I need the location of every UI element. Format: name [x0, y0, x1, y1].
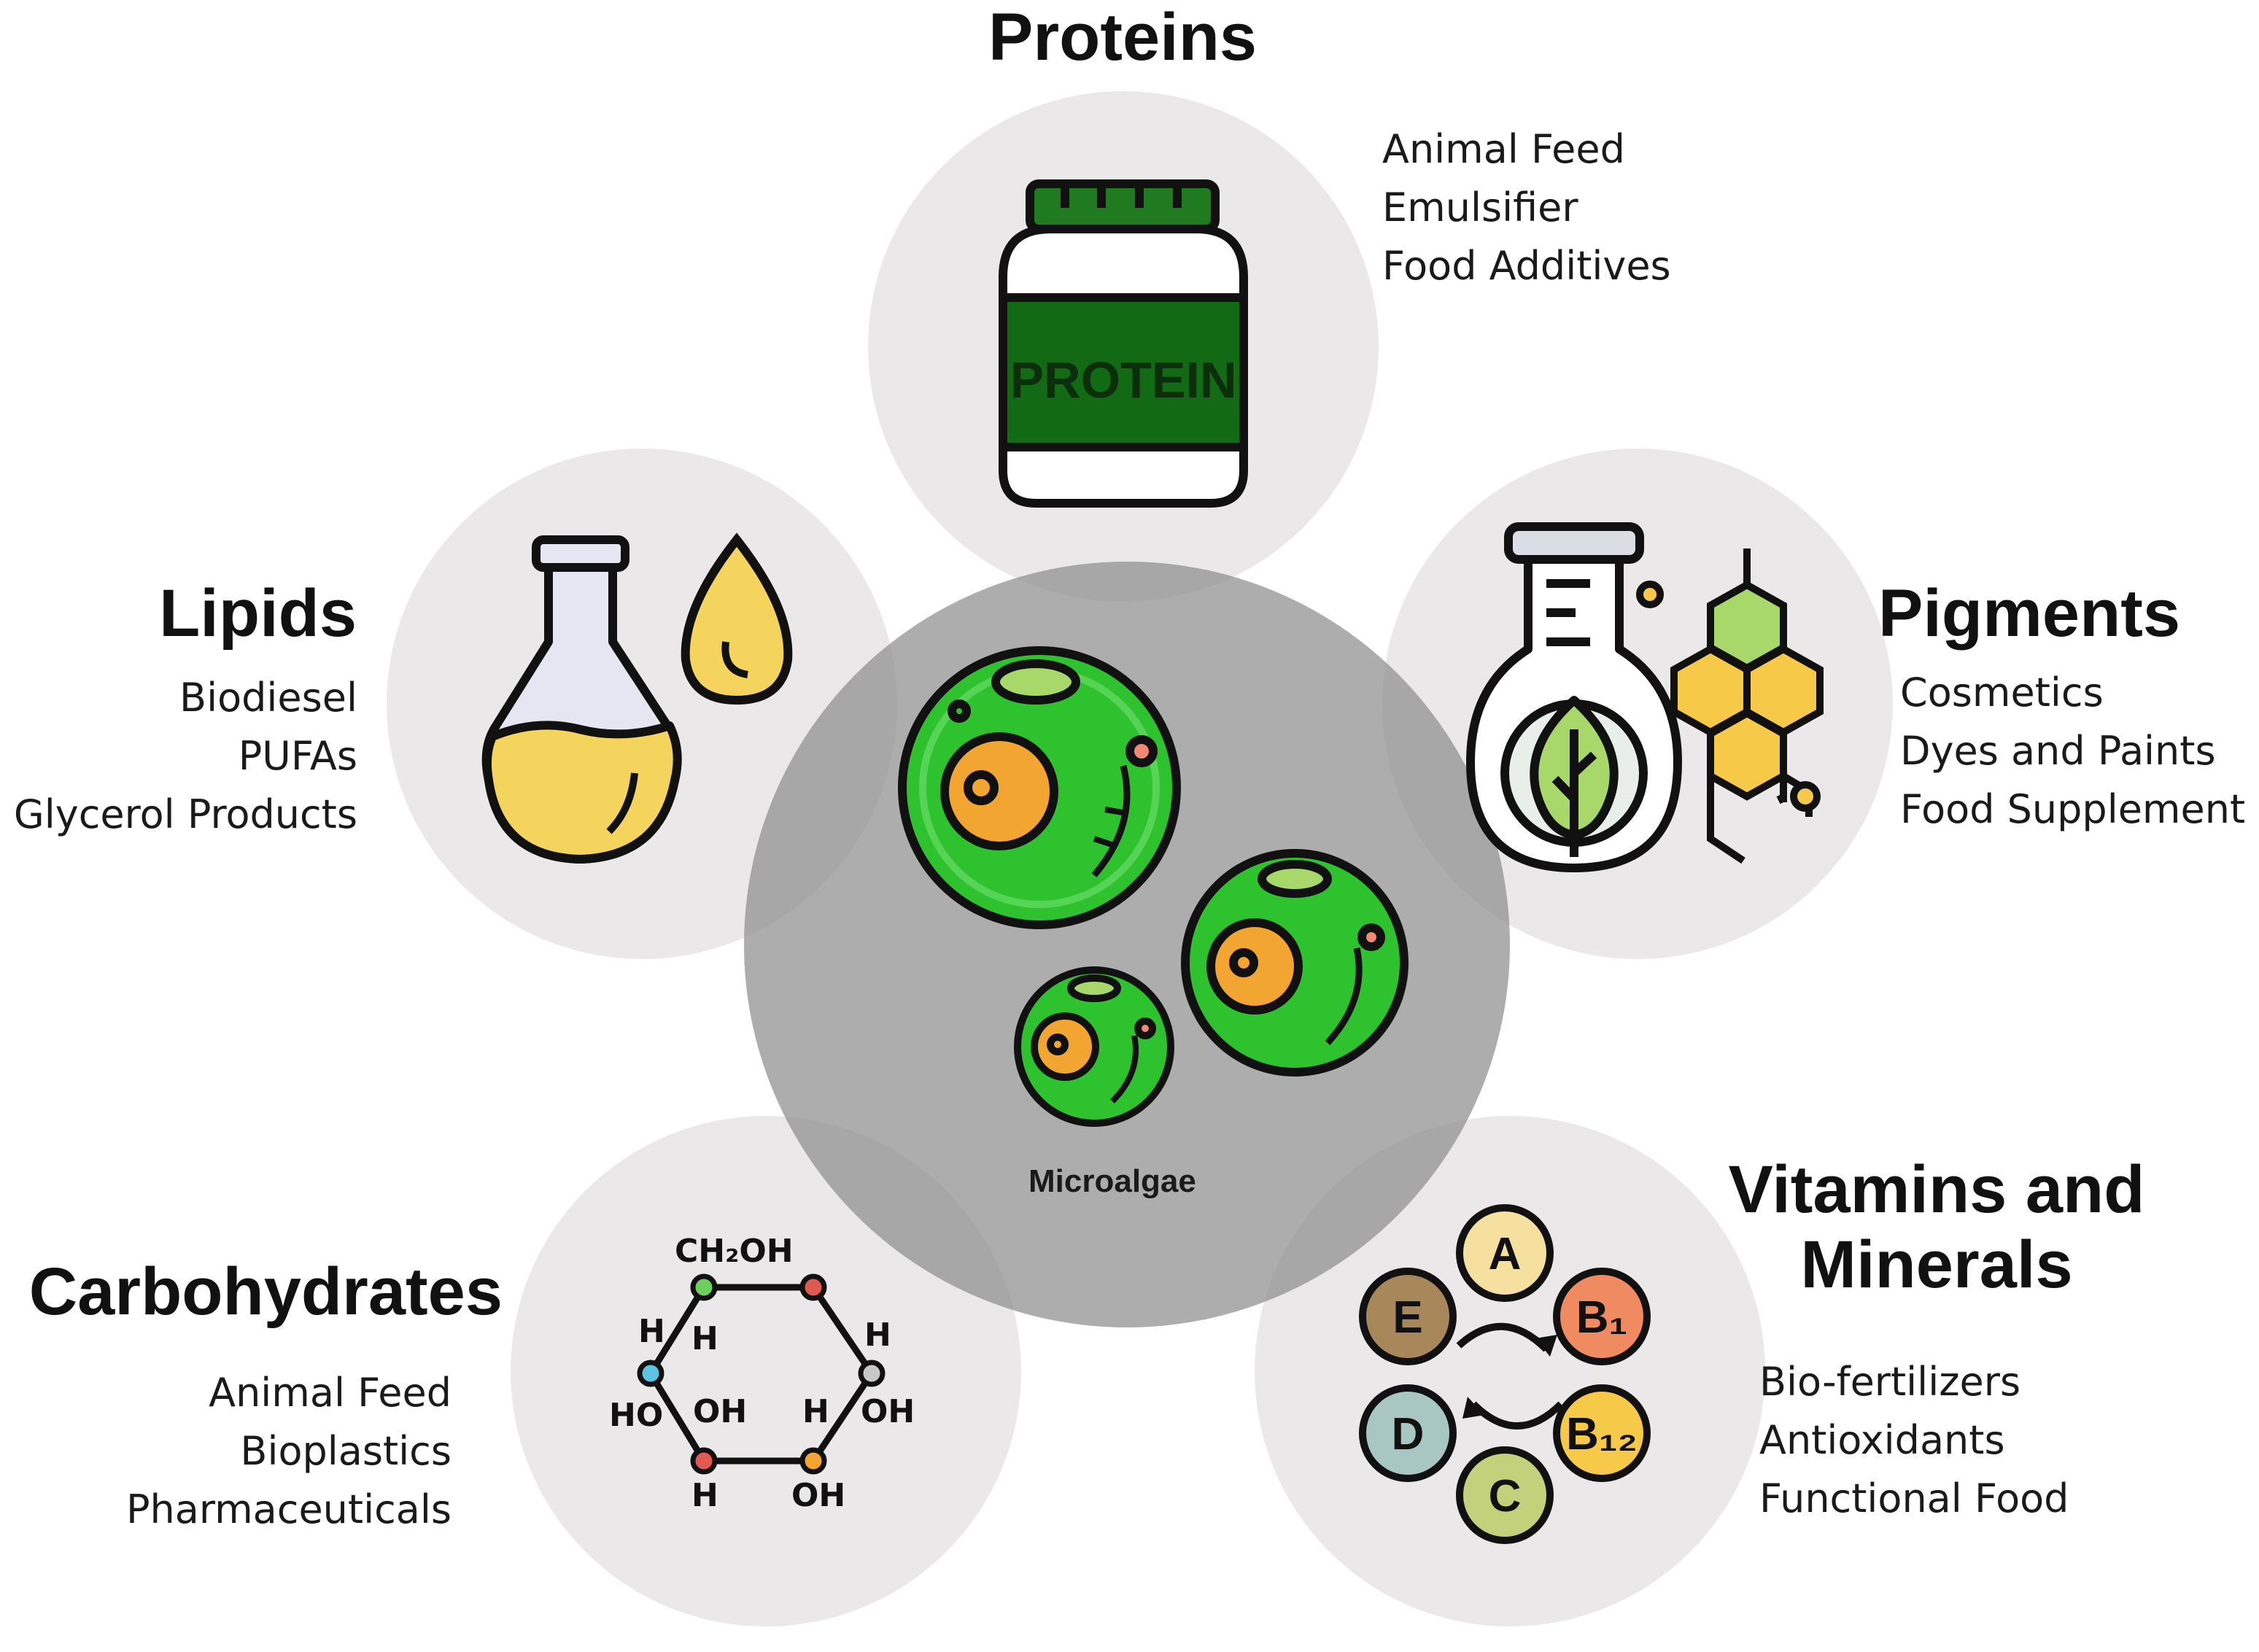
list-item: Animal Feed [1382, 126, 1625, 172]
vitamin-e-label: E [1392, 1292, 1422, 1343]
list-item: Pharmaceuticals [125, 1486, 452, 1532]
glucose-atom-label: OH [791, 1477, 845, 1514]
lipids-title: Lipids [159, 576, 357, 651]
list-item: Dyes and Paints [1900, 728, 2216, 774]
vitamins-title-line: Minerals [1800, 1228, 2073, 1303]
list-item: Cosmetics [1900, 670, 2104, 716]
glucose-atom-label: H [691, 1477, 718, 1514]
list-item: Animal Feed [209, 1370, 452, 1416]
microalgae-cell-icon [1181, 849, 1409, 1077]
list-item: Bioplastics [240, 1428, 452, 1474]
flask-icon [481, 535, 682, 864]
vitamin-d-label: D [1392, 1409, 1425, 1459]
glucose-top-label: CH₂OH [675, 1233, 794, 1270]
glucose-atom-label: H [864, 1316, 891, 1354]
glucose-ring-icon: CH₂OH H H H HO OH H OH H OH [609, 1233, 915, 1514]
list-item: Biodiesel [179, 675, 357, 721]
list-item: PUFAs [238, 733, 357, 779]
vitamins-title: Vitamins and Minerals [1721, 1152, 2152, 1303]
vitamin-a-label: A [1489, 1229, 1522, 1279]
glucose-atom-label: OH [861, 1393, 915, 1430]
glucose-atom-label: HO [609, 1397, 663, 1434]
list-item: Bio-fertilizers [1759, 1359, 2021, 1405]
microalgae-cell-icon [898, 646, 1181, 929]
list-item: Antioxidants [1759, 1417, 2005, 1463]
microalgae-label: Microalgae [1028, 1163, 1196, 1199]
pigment-flask-icon [1466, 522, 1682, 872]
vitamin-b1-label: B₁ [1576, 1292, 1627, 1343]
pigments-items: Cosmetics Dyes and Paints Food Supplemen… [1900, 664, 2245, 839]
vitamin-b12-label: B₁₂ [1566, 1409, 1638, 1459]
microalgae-cell-icon [1014, 966, 1174, 1127]
vitamins-items: Bio-fertilizers Antioxidants Functional … [1759, 1353, 2069, 1528]
molecule-hexagon-icon [1636, 548, 1824, 864]
vitamin-cycle-icon: A B₁ B₁₂ C D E [1359, 1204, 1651, 1544]
list-item: Food Additives [1382, 243, 1671, 289]
glucose-atom-label: H [691, 1320, 718, 1357]
list-item: Emulsifier [1382, 185, 1578, 230]
proteins-items: Animal Feed Emulsifier Food Additives [1382, 120, 1671, 295]
glucose-atom-label: H [638, 1313, 665, 1350]
lipids-items: Biodiesel PUFAs Glycerol Products [14, 669, 357, 844]
oil-drop-icon [681, 532, 793, 705]
vitamins-circle [1255, 1116, 1765, 1626]
list-item: Functional Food [1759, 1475, 2069, 1521]
protein-jar-label: PROTEIN [1010, 352, 1236, 408]
protein-jar-icon: PROTEIN [999, 179, 1248, 508]
vitamin-c-label: C [1489, 1471, 1522, 1521]
carbohydrates-items: Animal Feed Bioplastics Pharmaceuticals [126, 1364, 452, 1539]
list-item: Food Supplement [1900, 786, 2246, 832]
glucose-atom-label: OH [693, 1393, 747, 1430]
list-item: Glycerol Products [13, 791, 357, 837]
carbohydrates-title: Carbohydrates [28, 1254, 503, 1329]
glucose-atom-label: H [802, 1393, 829, 1430]
pigments-title: Pigments [1878, 576, 2181, 651]
proteins-title: Proteins [988, 0, 1258, 74]
vitamins-title-line: Vitamins and [1728, 1152, 2145, 1227]
